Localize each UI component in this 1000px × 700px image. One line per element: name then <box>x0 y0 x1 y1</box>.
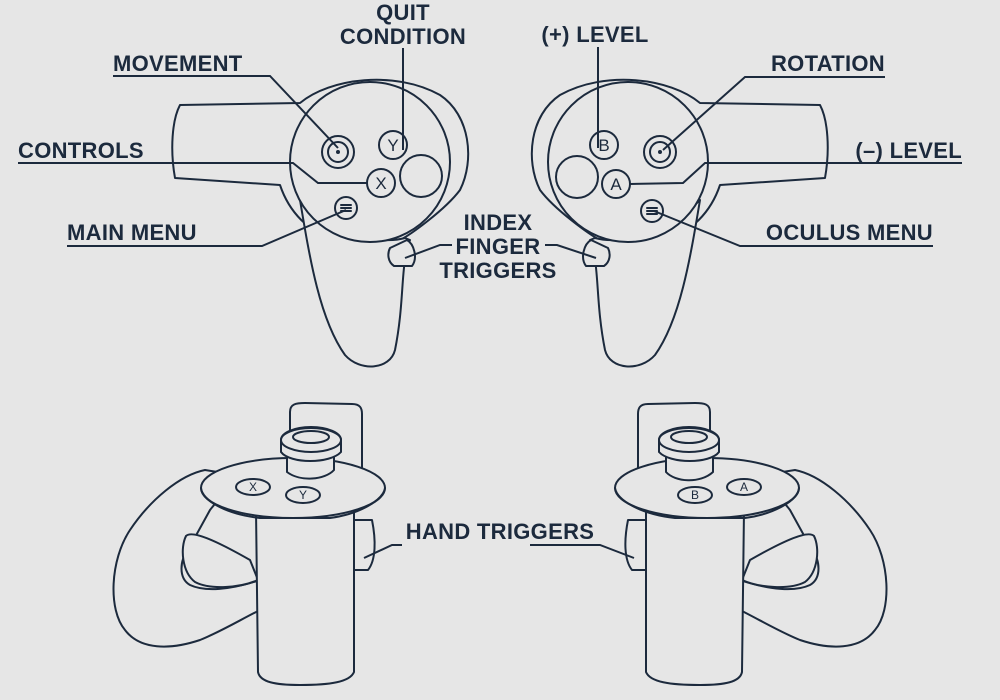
a-button-side-label: A <box>740 480 748 494</box>
top-leader-lines <box>18 47 962 259</box>
left-controller-front: Y X <box>171 78 470 368</box>
left-thumbstick <box>321 135 355 169</box>
b-button-side-label: B <box>691 488 699 502</box>
menu-icon <box>334 196 358 220</box>
movement-label: MOVEMENT <box>113 51 243 76</box>
left-controller-side: X Y <box>112 402 386 686</box>
y-button-side-label: Y <box>299 488 307 502</box>
y-button-label: Y <box>387 136 398 155</box>
index-finger-triggers-label-line1: INDEX <box>464 210 533 235</box>
left-index-trigger <box>387 239 416 267</box>
index-finger-triggers-label-line2: FINGER <box>456 234 541 259</box>
x-button-side-label: X <box>249 480 257 494</box>
x-button-label: X <box>375 174 386 193</box>
bottom-leader-lines <box>363 544 635 559</box>
a-button-label: A <box>610 175 622 194</box>
right-controller-side: B A <box>614 402 888 686</box>
b-button <box>589 130 619 160</box>
minus-level-label: (–) LEVEL <box>855 138 962 163</box>
main-menu-label: MAIN MENU <box>67 220 197 245</box>
quit-condition-label-line1: QUIT <box>376 0 430 25</box>
right-thumbstick <box>643 135 677 169</box>
b-button-label: B <box>598 136 609 155</box>
plus-level-label: (+) LEVEL <box>541 22 648 47</box>
hand-triggers-label: HAND TRIGGERS <box>406 519 594 544</box>
index-finger-triggers-label-line3: TRIGGERS <box>439 258 556 283</box>
rotation-label: ROTATION <box>771 51 885 76</box>
controls-label: CONTROLS <box>18 138 144 163</box>
oculus-icon <box>640 199 664 223</box>
labels: QUIT CONDITION MOVEMENT CONTROLS MAIN ME… <box>18 0 962 544</box>
y-button <box>378 130 408 160</box>
right-controller-front: B A <box>530 78 829 368</box>
quit-condition-label-line2: CONDITION <box>340 24 466 49</box>
oculus-menu-label: OCULUS MENU <box>766 220 933 245</box>
right-index-trigger <box>582 239 611 267</box>
